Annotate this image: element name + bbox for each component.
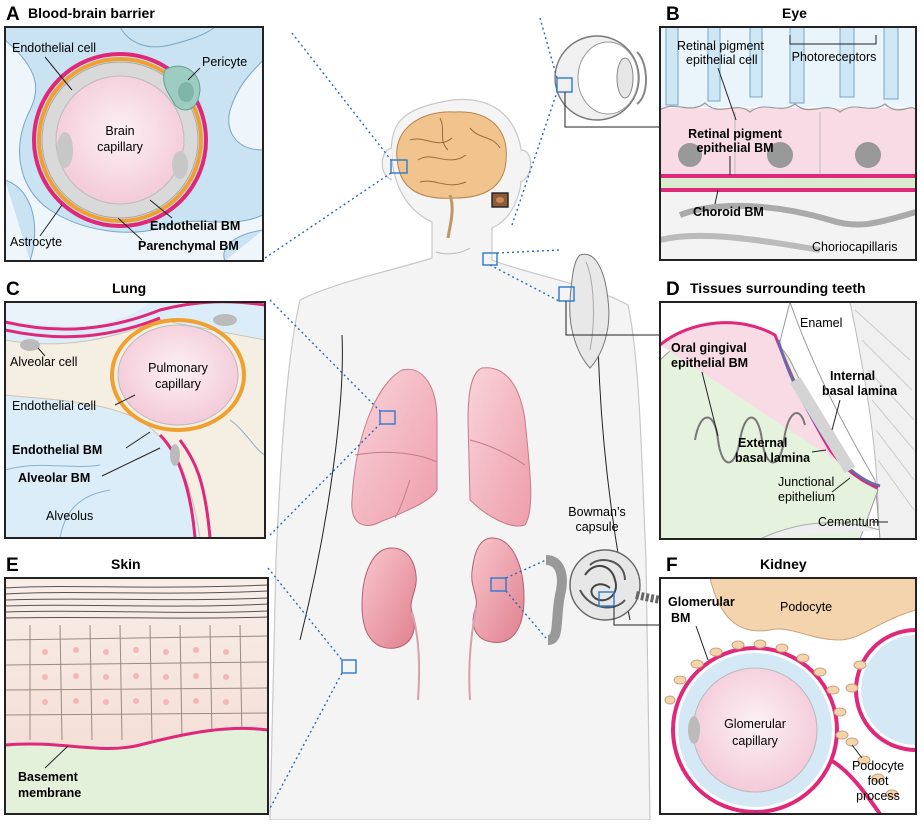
- label-c-endothelial-cell: Endothelial cell: [12, 399, 96, 413]
- label-f-foot-1: Podocyte: [852, 759, 904, 773]
- panel-d-letter: D: [666, 279, 680, 300]
- zoom-box-lung: [379, 410, 396, 425]
- tooth-inset: [558, 253, 610, 369]
- label-c-alveolus: Alveolus: [46, 509, 93, 523]
- label-f-foot-2: foot: [868, 774, 889, 788]
- label-d-enamel: Enamel: [800, 316, 842, 330]
- label-a-parenchymal-bm: Parenchymal BM: [138, 239, 239, 253]
- label-f-glom-cap-2: capillary: [732, 734, 779, 748]
- panel-a: A Blood-brain barrier Endothelial cell P…: [4, 4, 264, 262]
- label-f-podocyte: Podocyte: [780, 600, 832, 614]
- zoom-box-bowman: [598, 591, 615, 607]
- panel-f: F Kidney Glome: [659, 555, 917, 815]
- panel-a-letter: A: [6, 4, 20, 25]
- brain-illustration: [390, 111, 507, 239]
- panel-f-title: Kidney: [760, 556, 807, 572]
- label-a-pericyte: Pericyte: [202, 55, 247, 69]
- panel-f-letter: F: [666, 555, 678, 576]
- lungs-illustration: [351, 367, 532, 527]
- label-f-glom-cap-1: Glomerular: [724, 717, 786, 731]
- label-f-glomerular-bm-1: Glomerular: [668, 595, 735, 609]
- label-a-astrocyte: Astrocyte: [10, 235, 62, 249]
- label-f-foot-3: process: [856, 789, 900, 803]
- label-a-brain-capillary-1: Brain: [105, 124, 134, 138]
- label-d-junctional-2: epithelium: [778, 490, 835, 504]
- label-b-rpe-bm-2: epithelial BM: [696, 141, 773, 155]
- label-b-choriocapillaris: Choriocapillaris: [812, 240, 897, 254]
- zoom-box-skin: [341, 659, 357, 674]
- panel-e-letter: E: [6, 555, 19, 576]
- human-body-illustration: [269, 98, 651, 821]
- panel-b-title: Eye: [782, 5, 807, 21]
- label-a-endothelial-cell: Endothelial cell: [12, 41, 96, 55]
- kidneys-illustration: [361, 537, 525, 701]
- label-e-basement-2: membrane: [18, 786, 81, 800]
- label-c-endothelial-bm: Endothelial BM: [12, 443, 102, 457]
- label-b-rpe-bm-1: Retinal pigment: [688, 127, 783, 141]
- panel-e: E Skin: [4, 555, 269, 815]
- bowmans-label-line1: Bowman’s: [568, 505, 625, 519]
- label-c-pulmonary-1: Pulmonary: [148, 361, 208, 375]
- eye-marker: [491, 192, 509, 208]
- label-d-oral-bm-1: Oral gingival: [671, 341, 747, 355]
- label-b-rpe-cell-1: Retinal pigment: [677, 39, 764, 53]
- label-d-external-1: External: [738, 436, 787, 450]
- zoom-connector-lines: [264, 17, 662, 813]
- label-d-cementum: Cementum: [818, 515, 879, 529]
- label-c-alveolar-cell: Alveolar cell: [10, 355, 77, 369]
- panel-e-title: Skin: [111, 556, 141, 572]
- panel-b-letter: B: [666, 4, 680, 25]
- bowmans-label-line2: capsule: [575, 520, 618, 534]
- label-c-pulmonary-2: capillary: [155, 377, 202, 391]
- label-d-external-2: basal lamina: [735, 451, 811, 465]
- panel-c: C Lung Alveolar cell Pulmonary capillary…: [4, 279, 266, 539]
- panel-a-title: Blood-brain barrier: [28, 5, 155, 21]
- eyeball-inset: [554, 35, 647, 121]
- panel-c-letter: C: [6, 279, 20, 300]
- panel-d: D Tissues surrounding teeth Enamel Oral …: [659, 279, 917, 540]
- label-b-choroid-bm: Choroid BM: [693, 205, 764, 219]
- label-a-brain-capillary-2: capillary: [97, 140, 144, 154]
- label-e-basement-1: Basement: [18, 770, 79, 784]
- panel-c-title: Lung: [112, 280, 146, 296]
- label-c-alveolar-bm: Alveolar BM: [18, 471, 90, 485]
- zoom-box-kidney: [490, 577, 507, 592]
- label-b-photoreceptors: Photoreceptors: [792, 50, 877, 64]
- label-a-endothelial-bm: Endothelial BM: [150, 219, 240, 233]
- panel-b: B Eye Retinal pigment epithel: [659, 4, 917, 261]
- label-d-internal-2: basal lamina: [822, 384, 898, 398]
- panel-d-title: Tissues surrounding teeth: [690, 280, 866, 296]
- label-d-oral-bm-2: epithelial BM: [671, 356, 748, 370]
- zoom-box-brain: [390, 159, 408, 174]
- bowmans-capsule-inset: Bowman’s capsule: [545, 505, 673, 645]
- label-d-junctional-1: Junctional: [778, 475, 834, 489]
- label-f-glomerular-bm-2: BM: [671, 611, 690, 625]
- label-d-internal-1: Internal: [830, 369, 875, 383]
- label-b-rpe-cell-2: epithelial cell: [686, 53, 758, 67]
